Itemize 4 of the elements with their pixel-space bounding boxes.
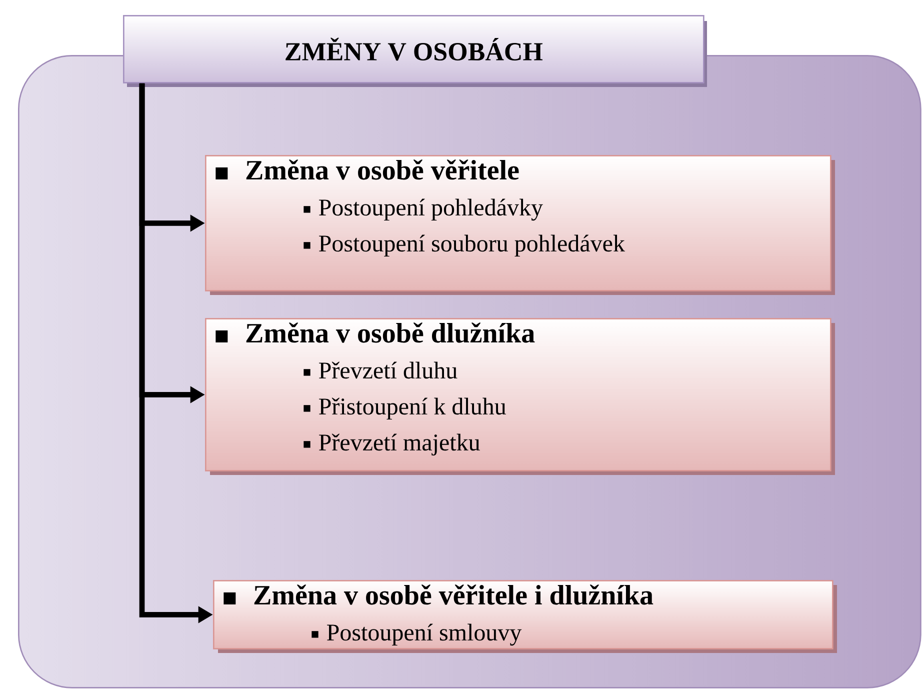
list-box: Změna v osobě věřitele Postoupení pohledávky Postoupení souboru pohledávek [205,155,835,295]
list-box: Změna v osobě dlužníka Převzetí dluhu Přistoupení k dluhu Převzetí majetku [205,318,835,475]
list-box: Změna v osobě věřitele i dlužníka Postoupení smlouvy [213,580,837,653]
header-box: ZMĚNY V OSOBÁCH [123,15,707,87]
